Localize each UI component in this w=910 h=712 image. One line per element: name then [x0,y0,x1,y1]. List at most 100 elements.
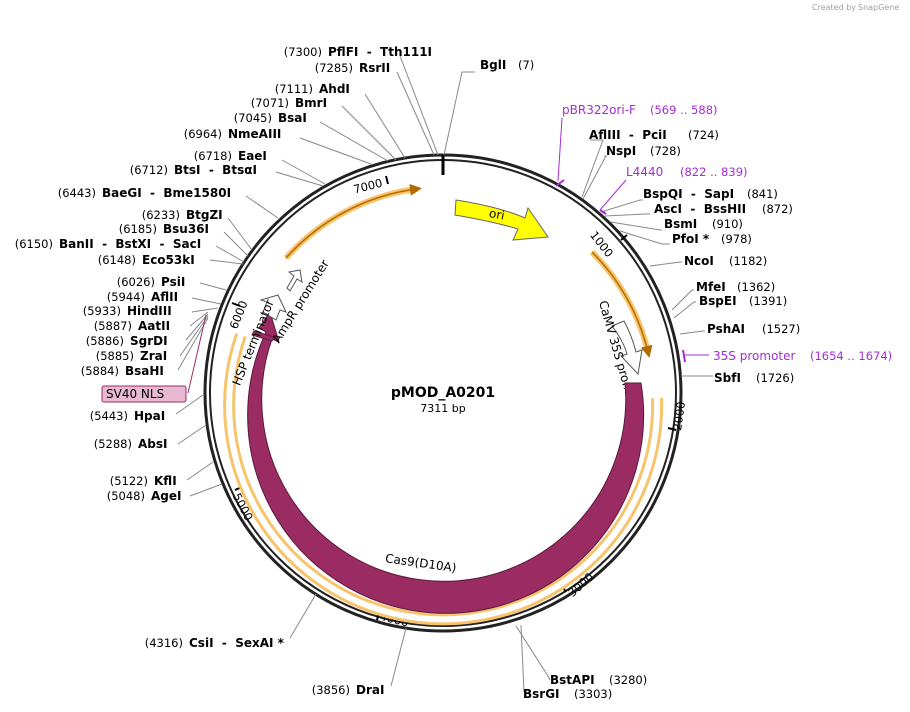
site-btgzi[interactable]: BtgZI [186,208,223,222]
site-btsi-btsai[interactable]: BtsI - BtsαI [174,163,257,177]
site-nspi[interactable]: NspI [606,144,636,158]
site-baegi-bme1580i[interactable]: BaeGI - Bme1580I [102,186,231,200]
tick-label-7000: 7000 [352,176,384,197]
site-aatii[interactable]: AatII [138,319,170,333]
plasmid-name: pMOD_A0201 [391,385,495,401]
highlight-arc-top-left-line [285,183,422,259]
site-ahdi[interactable]: AhdI [319,82,350,96]
snapgene-credit: Created by SnapGene [812,3,899,12]
leader-lines-right [443,71,713,693]
site-bsrgi[interactable]: BsrGI [523,687,560,701]
site-bsai-pos: (7045) [234,111,272,125]
site-btsi-btsai-pos: (6712) [130,163,168,177]
site-agei-pos: (5048) [107,489,145,503]
site-baegi-bme1580i-pos: (6443) [58,186,96,200]
site-afliii-pcii[interactable]: AflIII - PciI [589,128,667,142]
site-pflfi-tth111i[interactable]: PflFI - Tth111I [328,45,432,59]
ampr-promoter-arrow[interactable] [286,269,303,292]
highlight-arc-right-line [591,251,653,358]
sv40-nls-badge[interactable] [101,385,187,403]
primer-l4440[interactable]: L4440 [626,165,663,179]
site-pflfi-tth111i-pos: (7300) [284,45,322,59]
site-hpai[interactable]: HpaI [134,409,165,423]
site-agei[interactable]: AgeI [151,489,181,503]
site-bstapi-pos: (3280) [609,673,647,687]
tick-7000 [385,175,389,185]
site-bgli[interactable]: BglI [480,58,506,72]
site-csii-sexai[interactable]: CsiI - SexAI * [189,636,285,650]
site-eco53ki[interactable]: Eco53kI [142,253,195,267]
site-bspqi-sapi[interactable]: BspQI - SapI [643,187,734,201]
site-bspqi-sapi-pos: (841) [747,187,778,201]
ori-label: ori [488,206,506,222]
primer-l4440-range: (822 .. 839) [680,165,748,179]
site-bmri-pos: (7071) [251,96,289,110]
site-nspi-pos: (728) [650,144,681,158]
site-eaei[interactable]: EaeI [238,149,267,163]
site-ncoi-pos: (1182) [729,254,767,268]
site-sgrdi[interactable]: SgrDI [130,334,168,348]
site-bsu36i[interactable]: Bsu36I [163,222,209,236]
site-bsmi[interactable]: BsmI [664,217,697,231]
site-hindiii[interactable]: HindIII [127,304,172,318]
site-nmeaiii[interactable]: NmeAIII [228,127,281,141]
site-sbfi[interactable]: SbfI [714,371,741,385]
site-rsrii-pos: (7285) [315,61,353,75]
primer-mark-pbr322ori-f [555,179,565,187]
site-bmri[interactable]: BmrI [295,96,327,110]
ori-arrow[interactable] [454,199,549,241]
site-bspei-pos: (1391) [749,294,787,308]
camv-35s-promoter-arrow[interactable] [611,320,643,376]
site-rsrii[interactable]: RsrII [359,61,390,75]
tick-label-6000: 6000 [227,299,251,331]
tick-1000 [620,234,628,241]
credit-brand: SnapGene [858,3,899,12]
site-bsu36i-pos: (6185) [119,222,157,236]
site-ahdi-pos: (7111) [275,82,313,96]
site-zrai-pos: (5885) [96,349,134,363]
site-psii[interactable]: PsiI [161,275,185,289]
site-psii-pos: (6026) [117,275,155,289]
site-pshai[interactable]: PshAI [707,322,745,336]
site-drai-pos: (3856) [312,683,350,697]
site-eco53ki-pos: (6148) [98,253,136,267]
site-zrai[interactable]: ZraI [140,349,167,363]
leader-lines-left [175,55,439,687]
site-drai[interactable]: DraI [356,683,384,697]
site-absi-pos: (5288) [94,437,132,451]
primer-labels: pBR322ori-F (569 .. 588) L4440 (822 .. 8… [562,103,892,363]
site-aflii-pos: (5944) [107,290,145,304]
site-bsrgi-pos: (3303) [574,687,612,701]
tick-6000 [231,302,241,307]
site-pshai-pos: (1527) [762,322,800,336]
primer-35s-promoter-range: (1654 .. 1674) [810,349,892,363]
site-afliii-pcii-pos: (724) [688,128,719,142]
leader-line-sv40-nls [187,314,207,394]
primer-pbr322ori-f[interactable]: pBR322ori-F [562,103,636,117]
highlight-arcs [223,183,664,626]
site-pfoi[interactable]: PfoI * [672,232,710,246]
site-aflii[interactable]: AflII [151,290,178,304]
site-absi[interactable]: AbsI [138,437,167,451]
site-mfei[interactable]: MfeI [696,280,726,294]
site-btgzi-pos: (6233) [142,208,180,222]
hsp-terminator-arrow[interactable] [259,294,287,321]
primer-pbr322ori-f-range: (569 .. 588) [650,103,718,117]
primer-35s-promoter[interactable]: 35S promoter [713,349,795,363]
tick-2000 [667,427,677,431]
site-bsai[interactable]: BsaI [278,111,307,125]
site-banii-bstxi-saci[interactable]: BanII - BstXI - SacI [59,237,201,251]
site-ncoi[interactable]: NcoI [684,254,714,268]
site-bstapi[interactable]: BstAPI [550,673,595,687]
site-kfli[interactable]: KflI [154,474,177,488]
site-bspei[interactable]: BspEI [699,294,737,308]
site-hpai-pos: (5443) [90,409,128,423]
site-kfli-pos: (5122) [110,474,148,488]
site-banii-bstxi-saci-pos: (6150) [15,237,53,251]
sv40-nls-mark[interactable] [251,330,275,342]
site-hindiii-pos: (5933) [83,304,121,318]
site-bsahi[interactable]: BsaHI [125,364,164,378]
site-aatii-pos: (5887) [94,319,132,333]
site-asci-bsshii[interactable]: AscI - BssHII [654,202,746,216]
site-bgli-pos: (7) [518,58,534,72]
